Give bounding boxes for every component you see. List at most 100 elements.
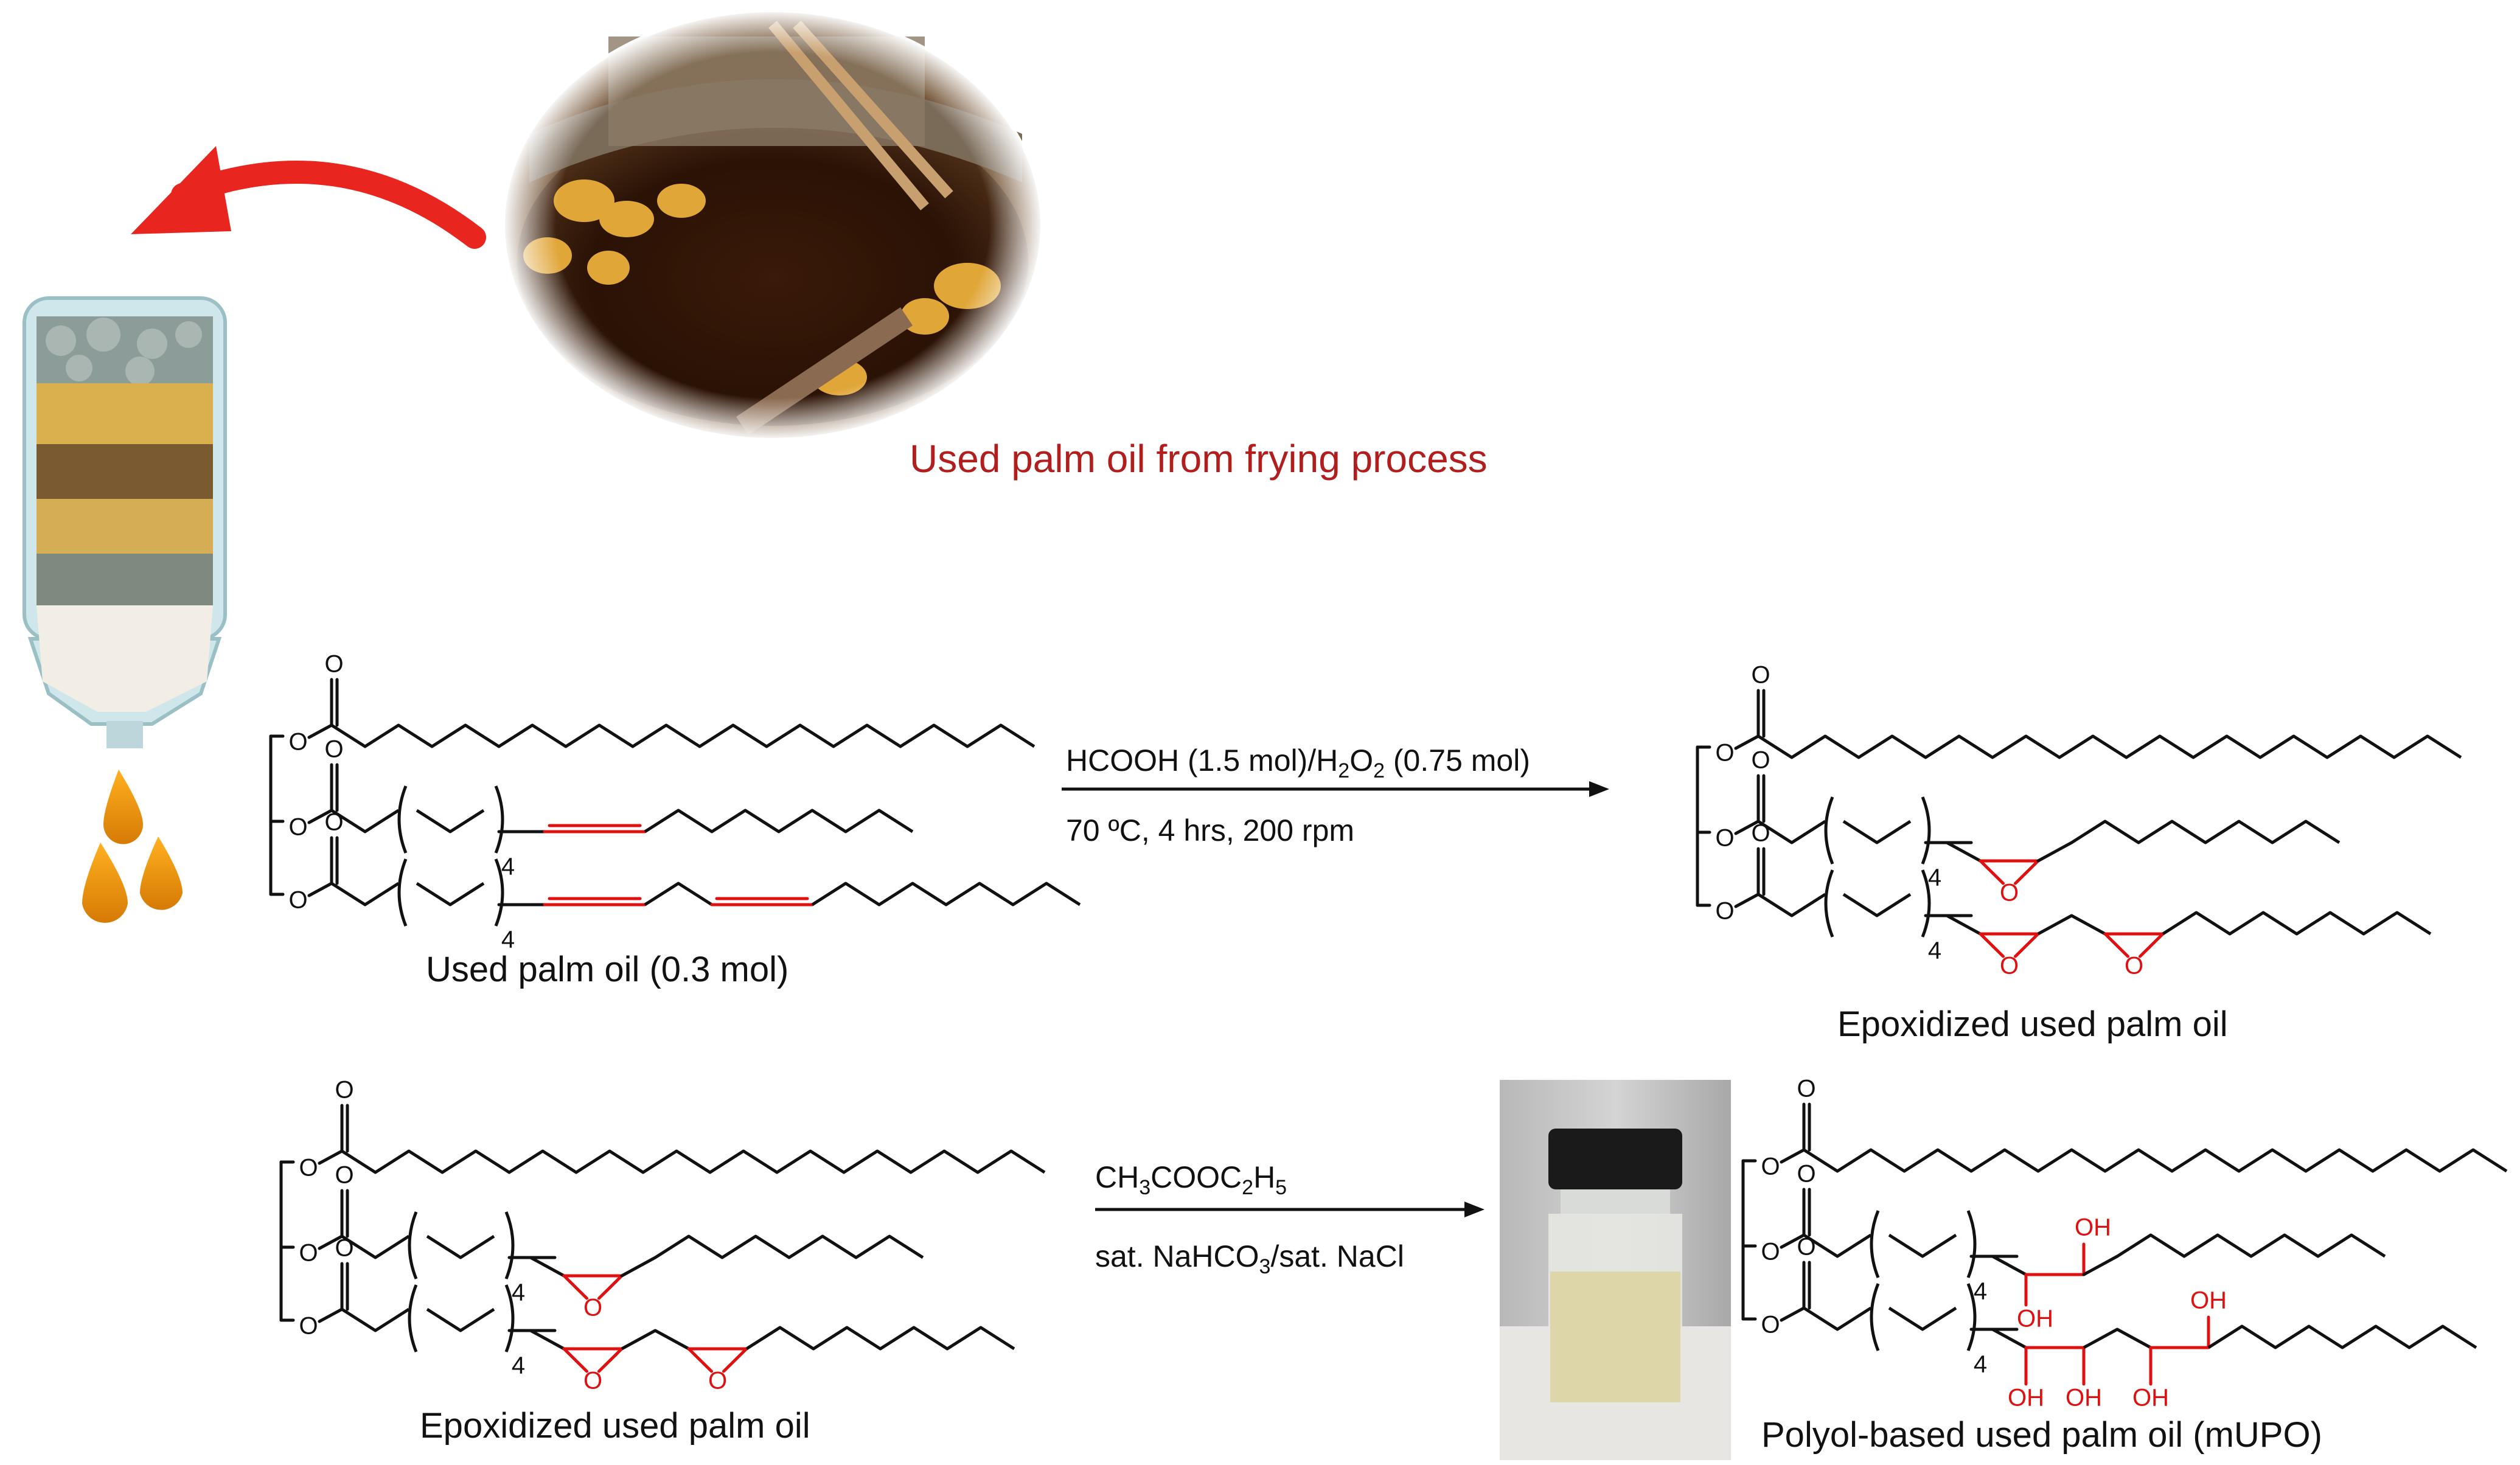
- bond: [318, 1234, 344, 1250]
- bond: [318, 1307, 344, 1323]
- hydroxyl: OH: [2132, 1385, 2169, 1411]
- bond: [620, 1256, 657, 1278]
- chain-segment: [1842, 819, 1912, 844]
- open-paren: [1824, 796, 1834, 865]
- carbonyl-oxygen: O: [335, 1077, 353, 1104]
- product-label-1: Epoxidized used palm oil: [1837, 1004, 2228, 1044]
- chain: [2083, 1328, 2152, 1349]
- carbonyl-oxygen: O: [324, 651, 343, 678]
- close-paren: [504, 1211, 515, 1279]
- carbonyl-oxygen: O: [324, 736, 343, 763]
- chain-segment: [1757, 819, 1826, 844]
- bond: [307, 882, 333, 897]
- repeat-count: 4: [1974, 1351, 1987, 1378]
- chain-segment: [330, 809, 400, 833]
- chain-segment: [1888, 1306, 1957, 1331]
- epoxide-c-bond: [722, 1347, 748, 1373]
- epoxide-b-bond: [2014, 932, 2040, 958]
- bond: [529, 1329, 566, 1351]
- chain-segment: [1803, 1306, 1872, 1331]
- reactant-label-1: Used palm oil (0.3 mol): [426, 950, 789, 989]
- repeat-count: 4: [1928, 865, 1941, 891]
- open-paren: [1870, 1283, 1880, 1351]
- close-paren: [504, 1284, 515, 1352]
- chain-segment: [426, 1307, 495, 1332]
- tail-chain: [811, 882, 1081, 906]
- reagents-1: HCOOH (1.5 mol)/H2O2 (0.75 mol): [1066, 743, 1530, 782]
- conditions-1: 70 ºC, 4 hrs, 200 rpm: [1066, 813, 1355, 847]
- tail-chain: [644, 809, 914, 833]
- repeat-count: 4: [1974, 1278, 1987, 1305]
- reactant-label-2: Epoxidized used palm oil: [420, 1406, 810, 1446]
- chain-segment: [1803, 1233, 1872, 1258]
- close-paren: [494, 858, 504, 927]
- repeat-count: 4: [1928, 938, 1941, 964]
- chain-segment: [426, 1234, 495, 1259]
- epoxide-a-bond: [562, 1274, 588, 1300]
- ester-oxygen: O: [299, 1155, 318, 1181]
- epoxide-a-bond: [2014, 859, 2040, 885]
- carbonyl-oxygen: O: [1751, 747, 1770, 774]
- carbonyl-oxygen: O: [335, 1235, 353, 1262]
- hydroxyl: OH: [2190, 1287, 2227, 1314]
- conditions-2: sat. NaHCO3/sat. NaCl: [1095, 1239, 1404, 1278]
- chain-segment: [341, 1234, 410, 1259]
- bond: [1945, 914, 1982, 936]
- close-paren: [1921, 796, 1931, 865]
- open-paren: [408, 1284, 418, 1352]
- chain-segment: [330, 882, 400, 906]
- carbonyl-oxygen: O: [335, 1162, 353, 1189]
- saturated-chain: [330, 723, 1035, 748]
- open-paren: [1870, 1210, 1880, 1278]
- bond: [307, 809, 333, 824]
- open-paren: [397, 858, 408, 927]
- vial-photo: [1500, 1080, 1731, 1460]
- epoxide-b-oxygen: O: [583, 1368, 602, 1394]
- tail-chain: [745, 1326, 1015, 1351]
- epoxide-c-bond: [687, 1347, 713, 1373]
- open-paren: [1824, 869, 1834, 938]
- chain-segment: [416, 882, 485, 906]
- tail-chain: [2162, 911, 2432, 936]
- bond: [307, 723, 333, 739]
- ester-oxygen: O: [1715, 898, 1734, 925]
- ester-oxygen: O: [288, 887, 307, 914]
- epoxide-c-oxygen: O: [2125, 953, 2143, 980]
- close-paren: [1966, 1283, 1977, 1351]
- chain-segment: [1888, 1233, 1957, 1258]
- repeat-count: 4: [512, 1279, 525, 1306]
- hydroxyl: OH: [2017, 1306, 2053, 1332]
- epoxide-b-bond: [1979, 932, 2005, 958]
- chain: [621, 1329, 690, 1351]
- epoxide-b-bond: [562, 1347, 588, 1373]
- tail-chain: [2207, 1324, 2477, 1349]
- reaction-arrow-2: [1095, 1202, 1485, 1217]
- tail-chain: [654, 1234, 924, 1259]
- saturated-chain: [1757, 734, 2462, 759]
- oil-drops-icon: [82, 770, 183, 923]
- bond: [1734, 734, 1760, 750]
- bond: [1945, 841, 1982, 863]
- bond: [529, 1256, 566, 1278]
- carbonyl-oxygen: O: [1751, 820, 1770, 847]
- bond: [1780, 1148, 1806, 1164]
- repeat-count: 4: [501, 927, 515, 953]
- bond: [1734, 893, 1760, 908]
- open-paren: [397, 785, 408, 854]
- epoxide-a-oxygen: O: [583, 1295, 602, 1321]
- close-paren: [494, 785, 504, 854]
- repeat-count: 4: [501, 854, 515, 880]
- close-paren: [1966, 1210, 1977, 1278]
- epoxide-c-bond: [2103, 932, 2129, 958]
- tail-chain: [2070, 819, 2341, 844]
- carbonyl-oxygen: O: [1797, 1076, 1815, 1102]
- open-paren: [408, 1211, 418, 1279]
- saturated-chain: [341, 1149, 1046, 1174]
- tail-chain: [2116, 1233, 2386, 1258]
- ester-oxygen: O: [1715, 825, 1734, 852]
